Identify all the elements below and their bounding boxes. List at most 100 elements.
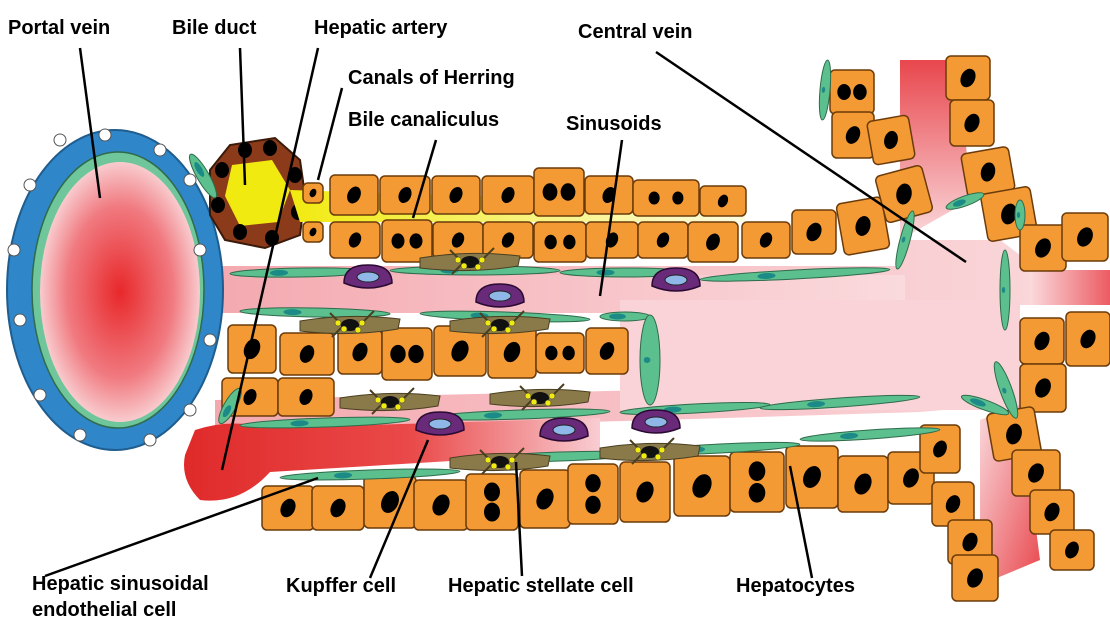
hepatocyte [1050, 530, 1094, 570]
portal-wall-cell [184, 174, 196, 186]
lipid-droplet [381, 403, 387, 409]
hepatocyte [830, 70, 874, 114]
hepatocyte-nucleus [545, 346, 557, 361]
hepatocyte [688, 222, 738, 262]
hepatocyte [482, 176, 534, 214]
hepatocyte-nucleus [408, 345, 423, 363]
central-vein-branch-right [1030, 270, 1110, 305]
hepatocyte-nucleus [561, 183, 576, 200]
hepatocyte [1012, 450, 1060, 496]
hepatocyte [946, 56, 990, 100]
portal-wall-cell [24, 179, 36, 191]
hepatocyte-nucleus [410, 233, 423, 248]
hepatocyte [330, 222, 380, 258]
lipid-droplet [359, 320, 365, 326]
portal-wall-cell [14, 314, 26, 326]
hepatocyte [633, 180, 699, 216]
hepatocyte [432, 176, 480, 214]
lipid-droplet [641, 453, 647, 459]
hepatocyte [786, 446, 838, 508]
kupffer-nucleus [665, 275, 687, 285]
lipid-droplet [505, 464, 511, 470]
hepatocyte [742, 222, 790, 258]
hepatocyte-nucleus [390, 345, 405, 363]
kupffer-nucleus [645, 417, 667, 427]
hepatocyte-nucleus [749, 483, 766, 503]
hepatocyte [866, 115, 915, 166]
hepatocyte [382, 328, 432, 380]
lipid-droplet [491, 463, 497, 469]
kupffer-cell [632, 410, 680, 433]
hepatocyte [330, 175, 378, 215]
hepatocyte [674, 456, 730, 516]
portal-vein-vessel [7, 129, 223, 450]
hepatocyte [1066, 312, 1110, 366]
kupffer-cell [540, 418, 588, 441]
hepatocyte-nucleus [392, 233, 405, 248]
lipid-droplet [655, 454, 661, 460]
lipid-droplet [399, 397, 405, 403]
lipid-droplet [525, 393, 531, 399]
hepatocyte-nucleus [672, 191, 683, 204]
hepatocyte [534, 222, 586, 262]
lipid-droplet [545, 400, 551, 406]
bile-duct-nucleus [215, 162, 229, 178]
label-hsec-line1: Hepatic sinusoidal [32, 573, 209, 595]
kupffer-cell [652, 268, 700, 291]
hepatocyte [1020, 225, 1066, 271]
hepatocyte [382, 220, 432, 262]
lipid-droplet [355, 327, 361, 333]
lipid-droplet [335, 320, 341, 326]
hepatocyte-nucleus [544, 235, 556, 250]
hepatocyte-nucleus [543, 183, 558, 200]
hepatocyte-nucleus [853, 84, 867, 100]
portal-wall-cell [204, 334, 216, 346]
lipid-droplet [509, 457, 515, 463]
hepatocyte [832, 112, 874, 158]
kupffer-nucleus [429, 419, 451, 429]
hepatocyte [312, 486, 364, 530]
hepatocyte [950, 100, 994, 146]
lipid-droplet [375, 397, 381, 403]
lipid-droplet [455, 257, 461, 263]
hepatocyte-nucleus [649, 191, 660, 204]
hepatocyte [280, 333, 334, 375]
kupffer-nucleus [357, 272, 379, 282]
label-canals-of-herring: Canals of Herring [348, 67, 515, 89]
lipid-droplet [475, 264, 481, 270]
portal-wall-cell [194, 244, 206, 256]
hepatocyte [520, 470, 570, 528]
label-bile-duct: Bile duct [172, 17, 257, 39]
lipid-droplet [341, 326, 347, 332]
kupffer-cell [344, 265, 392, 288]
hepatocyte [278, 378, 334, 416]
hepatocyte-nucleus [484, 482, 500, 501]
endothelial-nucleus [609, 314, 626, 320]
lipid-droplet [485, 457, 491, 463]
portal-wall-cell [144, 434, 156, 446]
lipid-droplet [485, 320, 491, 326]
hepatocyte [620, 462, 670, 522]
hepatocyte [433, 222, 483, 258]
lipid-droplet [549, 393, 555, 399]
endothelial-cell [800, 425, 940, 444]
label-hepatic-artery: Hepatic artery [314, 17, 448, 39]
portal-wall-cell [184, 404, 196, 416]
lipid-droplet [531, 399, 537, 405]
kupffer-cell [416, 412, 464, 435]
hepatocyte [952, 555, 998, 601]
label-hsec-line2: endothelial cell [32, 599, 176, 621]
lipid-droplet [491, 326, 497, 332]
hepatocyte [585, 176, 633, 214]
portal-wall-cell [99, 129, 111, 141]
label-central-vein: Central vein [578, 21, 692, 43]
hepatocyte [700, 186, 746, 216]
label-kupffer-cell: Kupffer cell [286, 575, 396, 597]
hepatocyte [534, 168, 584, 216]
hepatocyte [414, 480, 468, 530]
lipid-droplet [505, 327, 511, 333]
kupffer-nucleus [553, 425, 575, 435]
endothelial-nucleus [644, 357, 651, 363]
label-hepatic-stellate-cell: Hepatic stellate cell [448, 575, 634, 597]
